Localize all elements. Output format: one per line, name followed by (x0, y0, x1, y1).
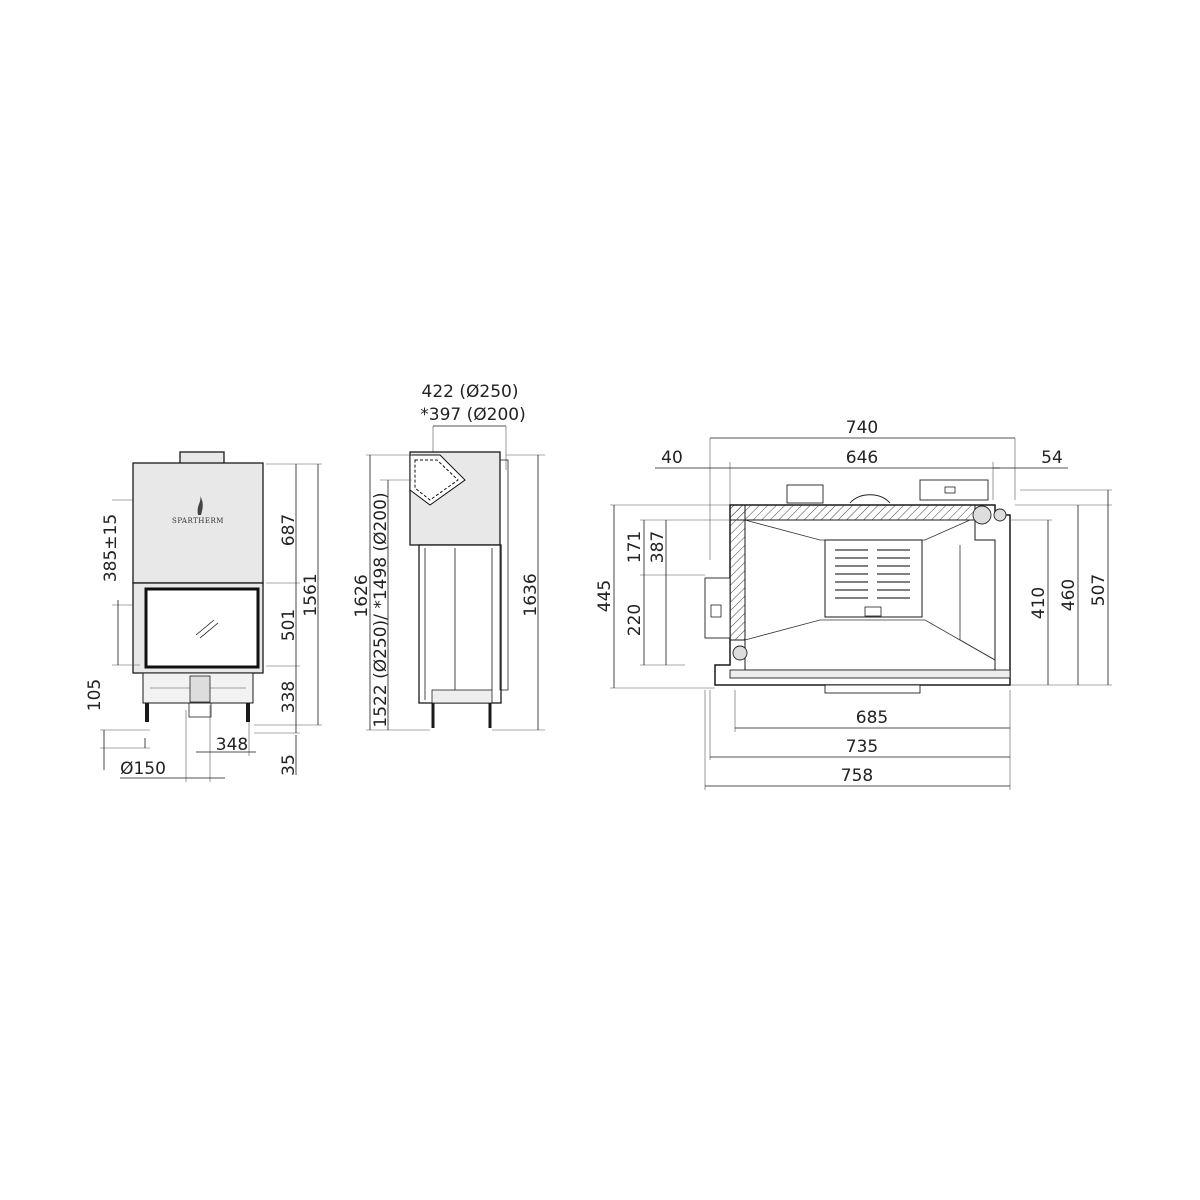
dim-385: 385±15 (101, 514, 121, 582)
dim-422: 422 (Ø250) (422, 382, 519, 402)
dim-1636: 1636 (521, 573, 541, 616)
dim-338: 338 (279, 681, 299, 713)
grate (824, 539, 923, 618)
dim-1561: 1561 (301, 573, 321, 616)
side-wall (729, 504, 746, 641)
spartherm-logo: SPARTHERM (172, 496, 224, 525)
dim-410: 410 (1029, 587, 1049, 619)
dim-35: 35 (279, 754, 299, 776)
dim-735: 735 (846, 737, 878, 757)
dim-687: 687 (279, 514, 299, 546)
dim-445: 445 (595, 580, 615, 612)
dim-54: 54 (1041, 448, 1063, 468)
dim-507: 507 (1089, 574, 1109, 606)
dim-40: 40 (661, 448, 683, 468)
flue-collar (179, 451, 225, 465)
dim-397: *397 (Ø200) (420, 405, 525, 425)
corner-fitting-top (972, 505, 992, 525)
dim-387: 387 (648, 531, 668, 563)
dim-646: 646 (846, 448, 878, 468)
front-view: SPARTHERM 687 1561 501 338 35 385± (85, 451, 322, 782)
glass-door (144, 587, 260, 669)
side-view: 422 (Ø250) *397 (Ø200) 1626 1522 (Ø250)/… (352, 382, 545, 731)
dim-758: 758 (841, 766, 873, 786)
side-control (704, 577, 731, 639)
control-box (919, 479, 989, 501)
dim-171: 171 (625, 531, 645, 563)
side-lower-housing (418, 544, 502, 704)
plan-view: 740 40 646 54 (595, 418, 1112, 790)
dim-150: Ø150 (120, 759, 166, 779)
dim-685: 685 (856, 708, 888, 728)
dim-348: 348 (216, 735, 248, 755)
brand-text: SPARTHERM (172, 517, 224, 525)
dim-460: 460 (1059, 579, 1079, 611)
dim-220: 220 (625, 604, 645, 636)
dim-1626: 1626 (352, 574, 372, 617)
door-handle (824, 684, 921, 694)
corner-fitting-bottom (732, 645, 748, 661)
dim-501: 501 (279, 609, 299, 641)
dim-740: 740 (846, 418, 878, 438)
dim-105: 105 (85, 679, 105, 711)
upper-housing (132, 462, 264, 584)
back-wall (729, 504, 976, 521)
dim-1522-1498: 1522 (Ø250)/ *1498 (Ø200) (371, 492, 391, 727)
